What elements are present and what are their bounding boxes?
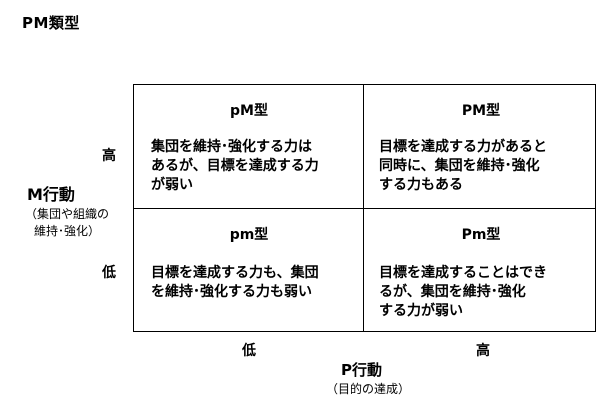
x-axis-title: P行動: [341, 361, 382, 379]
cell-type-Pm: Pm型: [461, 227, 501, 243]
y-axis-subtitle: （集団や組織の 維持･強化）: [24, 207, 109, 238]
y-axis-low-label: 低: [102, 265, 116, 281]
x-axis-subtitle: （目的の達成）: [326, 382, 411, 396]
x-axis-low-label: 低: [242, 343, 256, 359]
cell-description-pm: 目標を達成する力も、集団 を維持･強化する力も弱い: [151, 265, 319, 300]
cell-type-pM: pM型: [230, 103, 268, 119]
cell-description-PM: 目標を達成する力があると 同時に、集団を維持･強化 する力もある: [379, 139, 547, 193]
cell-type-PM: PM型: [461, 103, 501, 119]
cell-description-Pm: 目標を達成することはでき るが、集団を維持･強化 する力が弱い: [379, 265, 547, 319]
x-axis-high-label: 高: [476, 343, 490, 359]
cell-type-pm: pm型: [229, 227, 269, 243]
matrix-horizontal-divider: [133, 208, 596, 209]
cell-description-pM: 集団を維持･強化する力は あるが、目標を達成する力 が弱い: [151, 139, 319, 193]
y-axis-title: M行動: [27, 185, 75, 204]
diagram-title: PM類型: [22, 14, 80, 32]
y-axis-high-label: 高: [102, 148, 116, 164]
